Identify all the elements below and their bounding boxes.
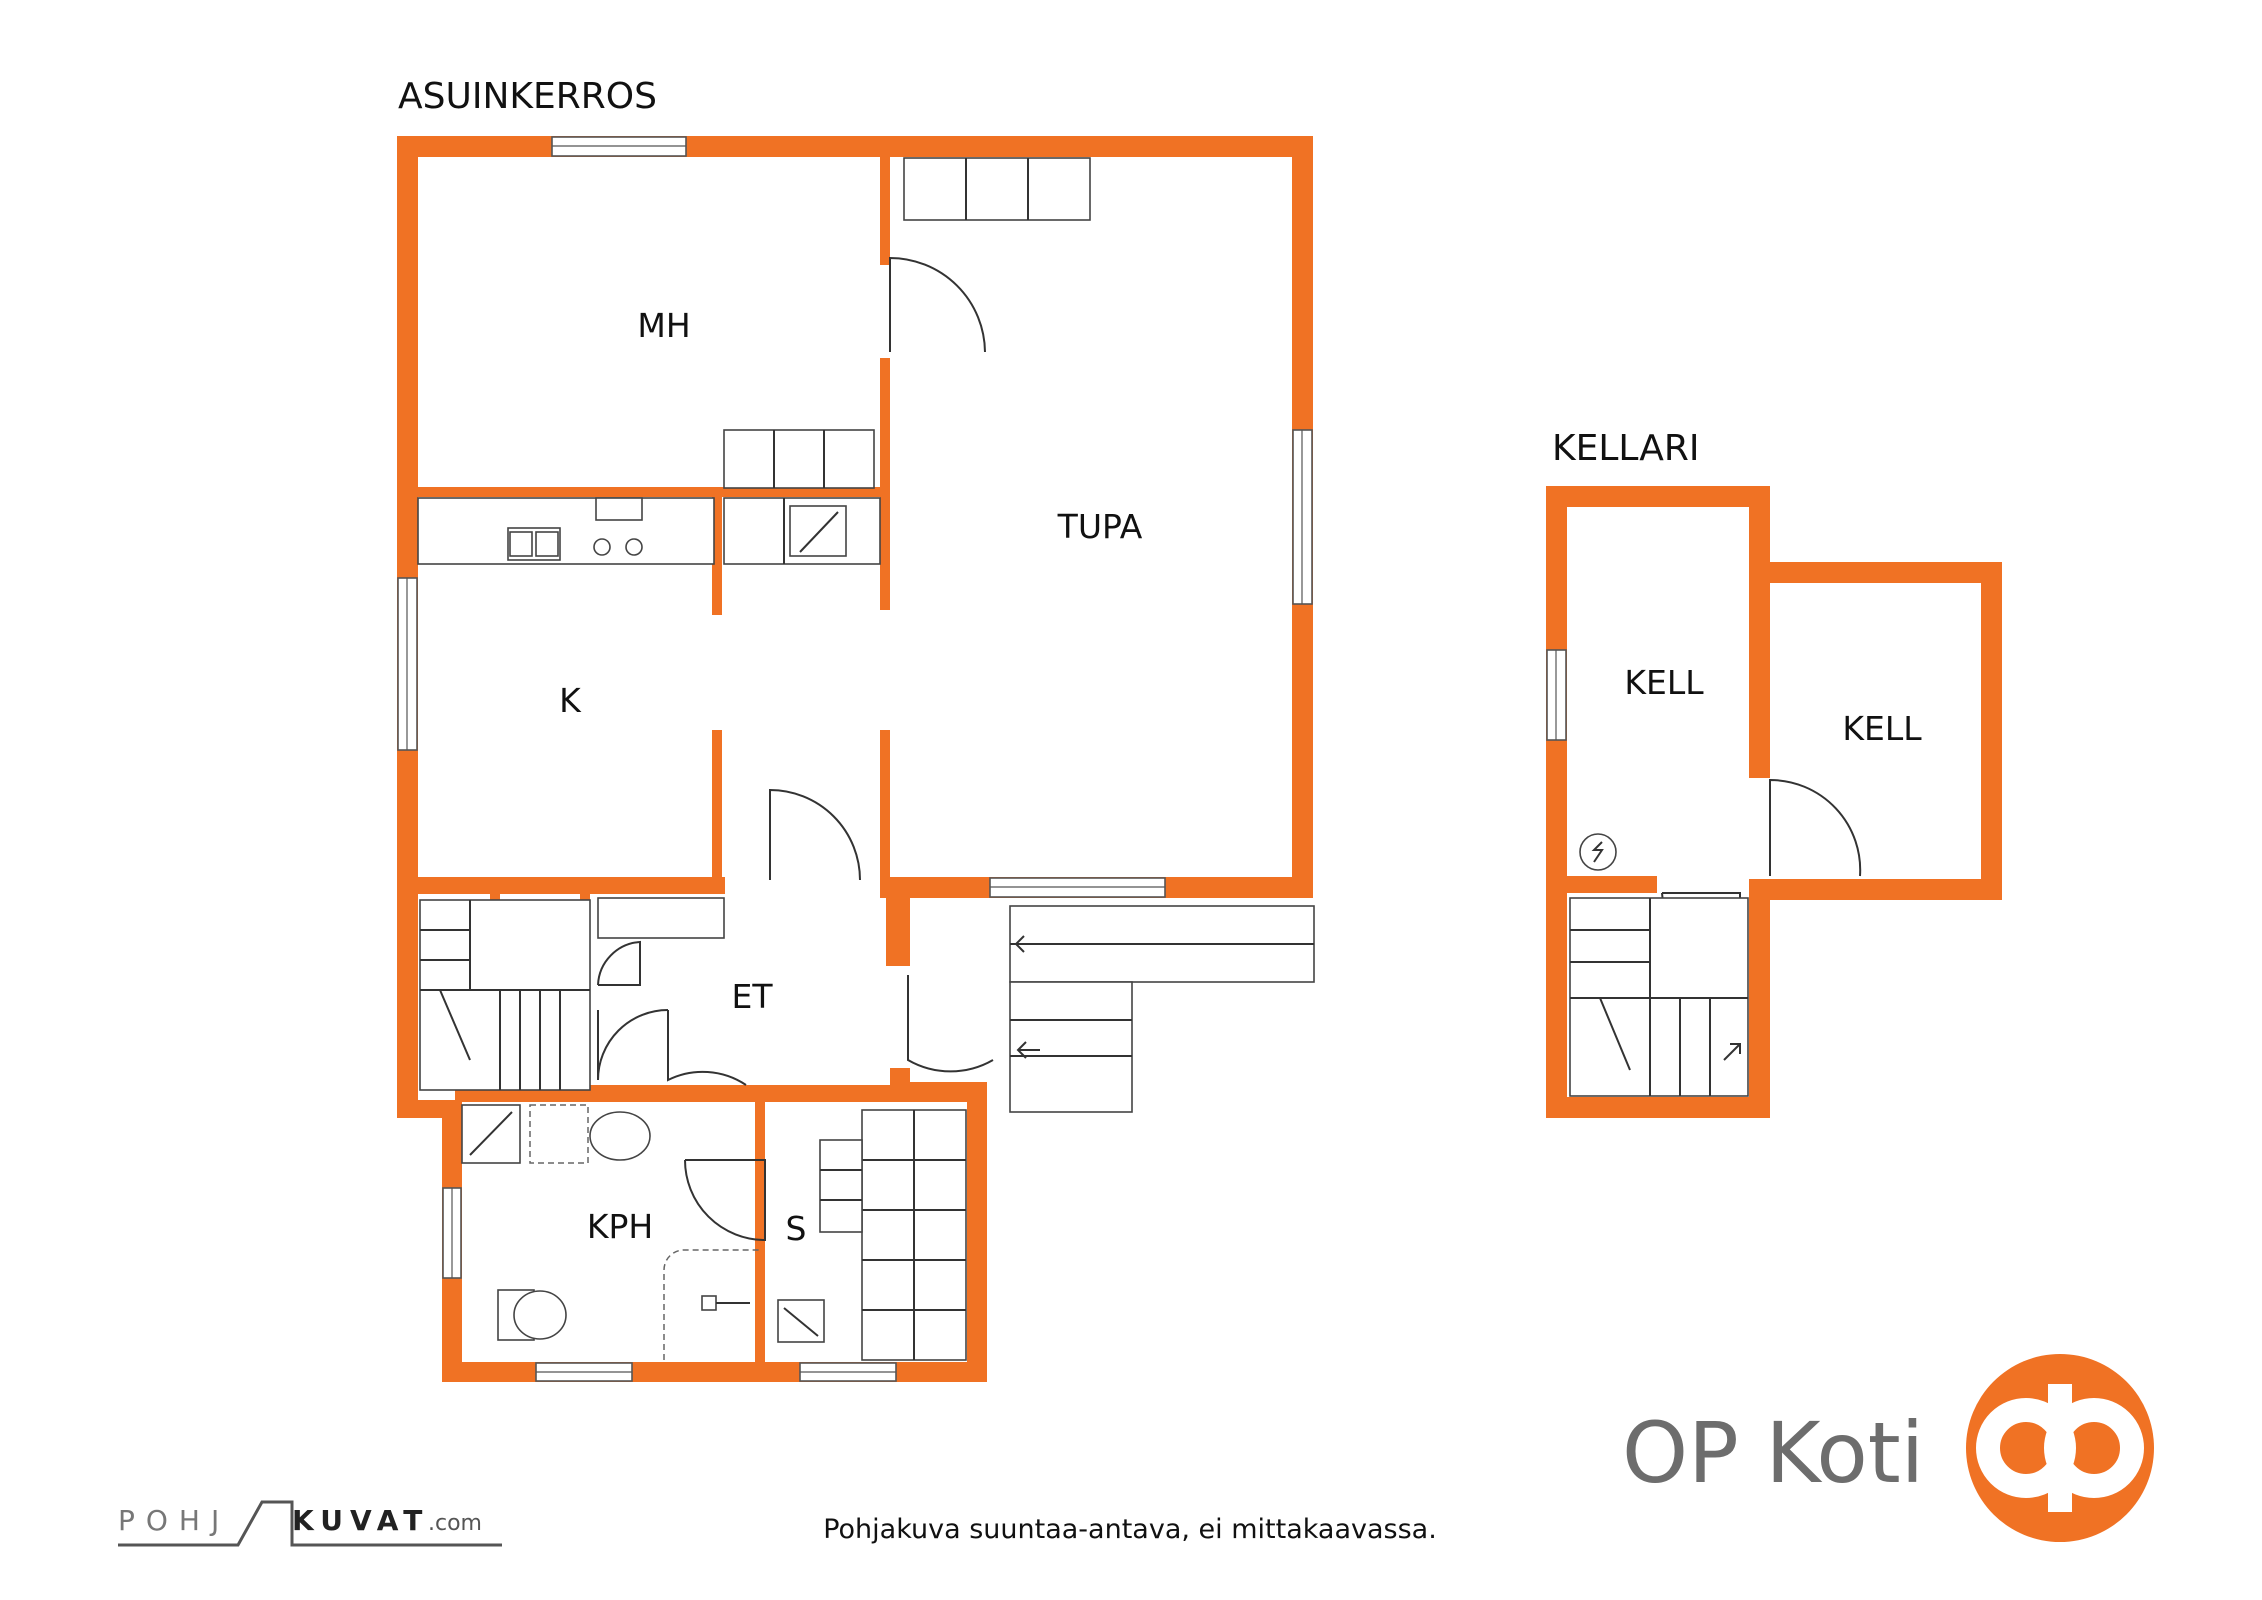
main-floor-title: ASUINKERROS <box>398 76 657 117</box>
credit-right: KUVAT <box>292 1504 429 1537</box>
credit-logo: POHJ KUVAT .com <box>118 1500 502 1547</box>
staircase-basement <box>1569 897 1749 1097</box>
entrance-steps <box>1009 905 1315 1113</box>
disclaimer-text: Pohjakuva suuntaa-antava, ei mittakaavas… <box>823 1514 1437 1545</box>
room-label-kell-2: KELL <box>1842 709 1922 748</box>
room-label-kph: KPH <box>587 1207 653 1246</box>
room-label-mh: MH <box>637 306 690 345</box>
staircase-left <box>419 899 591 1091</box>
brand-name: OP Koti <box>1622 1404 1924 1502</box>
room-label-s: S <box>786 1209 807 1248</box>
room-label-k: K <box>559 681 582 720</box>
basement-title: KELLARI <box>1552 428 1700 469</box>
main-floor <box>397 136 1315 1382</box>
basement-floor <box>1546 486 2002 1118</box>
room-label-tupa: TUPA <box>1057 507 1143 546</box>
room-label-kell-1: KELL <box>1624 663 1704 702</box>
op-logo <box>1966 1354 2154 1542</box>
credit-left: POHJ <box>118 1504 230 1537</box>
credit-suffix: .com <box>428 1511 482 1536</box>
room-label-et: ET <box>731 977 773 1016</box>
